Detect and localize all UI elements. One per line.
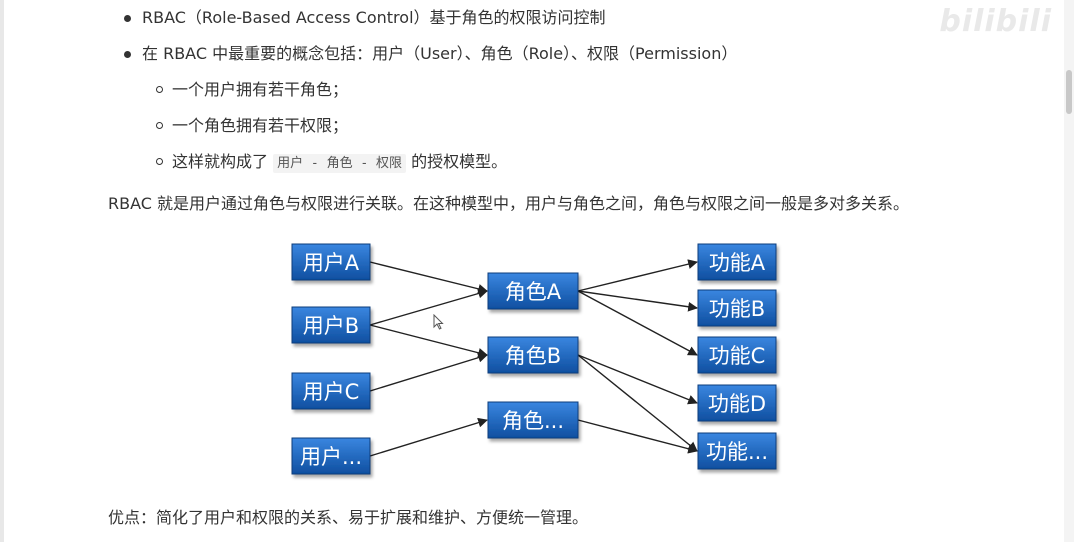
node-label: 角色A	[505, 280, 562, 304]
function-node: 功能B	[697, 289, 777, 327]
sub-bullet-model-suffix: 的授权模型。	[406, 152, 508, 171]
node-box	[291, 243, 371, 281]
user-node: 用户...	[291, 437, 371, 475]
node-box	[487, 401, 579, 439]
node-box	[697, 243, 777, 281]
node-label: 用户...	[300, 445, 362, 469]
node-box	[487, 336, 579, 374]
function-node: 功能A	[697, 243, 777, 281]
left-border	[0, 0, 4, 542]
node-label: 用户C	[303, 380, 360, 404]
function-node: 功能C	[697, 336, 777, 374]
node-box	[487, 272, 579, 310]
role-node: 角色B	[487, 336, 579, 374]
node-box	[291, 437, 371, 475]
edge-arrow	[577, 290, 698, 356]
function-node: 功能D	[697, 384, 777, 422]
user-node: 用户B	[291, 306, 371, 344]
user-node: 用户A	[291, 243, 371, 281]
role-node: 角色A	[487, 272, 579, 310]
node-box	[291, 306, 371, 344]
bullet-rbac-definition: RBAC（Role-Based Access Control）基于角色的权限访问…	[108, 6, 737, 42]
sub-bullet-model-prefix: 这样就构成了	[172, 152, 274, 171]
node-label: 用户A	[303, 251, 360, 275]
edge-arrow	[577, 354, 698, 405]
rbac-description-paragraph: RBAC 就是用户通过角色与权限进行关联。在这种模型中，用户与角色之间，角色与权…	[108, 194, 910, 213]
bullet-rbac-concepts: 在 RBAC 中最重要的概念包括：用户（User）、角色（Role）、权限（Pe…	[108, 42, 737, 78]
node-box	[697, 336, 777, 374]
node-label: 功能B	[709, 297, 765, 321]
concept-list: RBAC（Role-Based Access Control）基于角色的权限访问…	[108, 6, 737, 186]
edge-arrow	[577, 290, 698, 312]
sub-bullet-model: 这样就构成了 用户 - 角色 - 权限 的授权模型。	[108, 150, 737, 186]
edge-arrow	[369, 417, 488, 457]
inline-code-model: 用户 - 角色 - 权限	[273, 154, 407, 173]
edge-arrow	[577, 259, 698, 292]
node-label: 角色B	[505, 344, 561, 368]
node-label: 功能C	[709, 344, 766, 368]
sub-bullet-user-roles: 一个用户拥有若干角色；	[108, 78, 737, 114]
node-box	[697, 384, 777, 422]
edge-arrow	[369, 261, 488, 294]
node-label: 用户B	[303, 314, 359, 338]
edge-arrow	[577, 419, 698, 454]
user-node: 用户C	[291, 372, 371, 410]
node-box	[291, 372, 371, 410]
bilibili-watermark: bilibili	[939, 4, 1052, 39]
node-label: 角色...	[502, 409, 564, 433]
function-node: 功能...	[697, 432, 777, 470]
node-label: 功能...	[706, 440, 768, 464]
advantages-paragraph: 优点：简化了用户和权限的关系、易于扩展和维护、方便统一管理。	[108, 508, 589, 527]
node-label: 功能A	[709, 251, 766, 275]
node-label: 功能D	[708, 392, 766, 416]
node-box	[697, 289, 777, 327]
sub-list: 一个用户拥有若干角色； 一个角色拥有若干权限； 这样就构成了 用户 - 角色 -…	[108, 78, 737, 186]
edge-arrow	[369, 352, 488, 392]
sub-bullet-role-permissions: 一个角色拥有若干权限；	[108, 114, 737, 150]
role-node: 角色...	[487, 401, 579, 439]
node-box	[697, 432, 777, 470]
scrollbar-thumb[interactable]	[1066, 70, 1072, 114]
edge-arrow	[577, 354, 698, 452]
bullet-rbac-concepts-text: 在 RBAC 中最重要的概念包括：用户（User）、角色（Role）、权限（Pe…	[142, 44, 738, 63]
edge-arrow	[369, 324, 488, 358]
mouse-cursor-icon	[433, 314, 444, 330]
vertical-scrollbar[interactable]	[1064, 0, 1074, 542]
edge-arrow	[369, 288, 488, 326]
